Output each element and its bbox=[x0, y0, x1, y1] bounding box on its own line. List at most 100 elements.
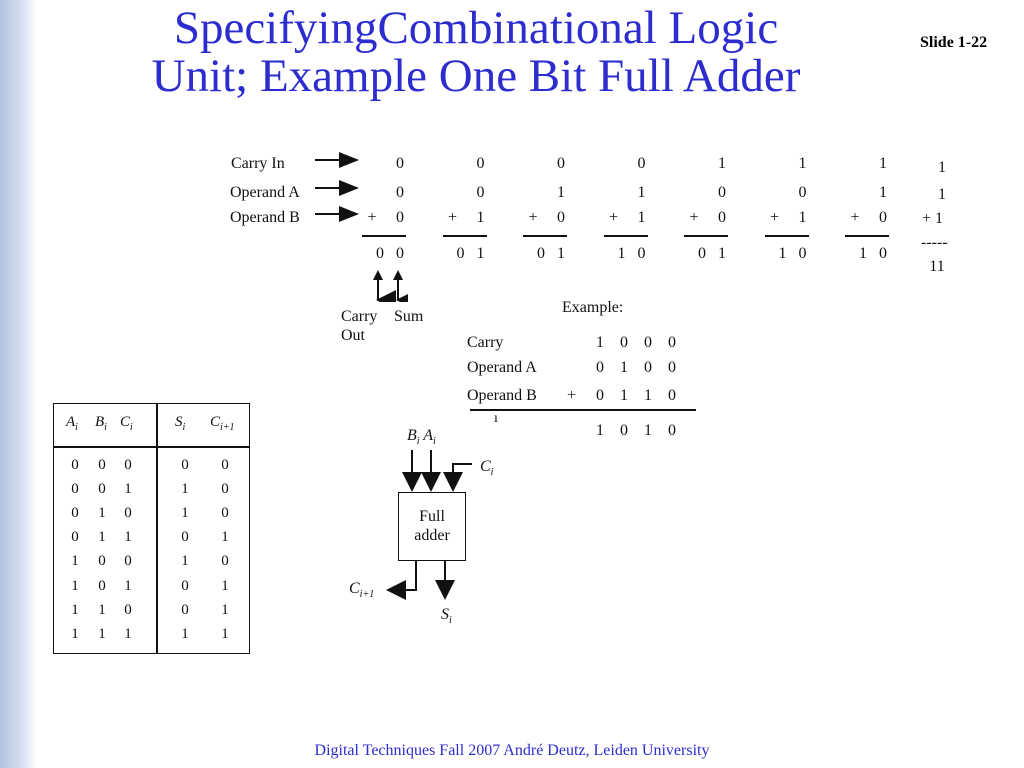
cell-carry-out: 0 bbox=[221, 553, 229, 570]
example-operand-a-digit: 0 bbox=[668, 359, 676, 376]
example-operand-a-digit: 0 bbox=[644, 359, 652, 376]
label-b-i-a-i: Bi Ai bbox=[407, 427, 436, 448]
cell-c: 1 bbox=[124, 577, 132, 594]
cell-b: 1 bbox=[98, 625, 106, 642]
cell-carry-out: 0 bbox=[221, 457, 229, 473]
cell-b: 1 bbox=[98, 529, 106, 546]
example-stray-glyph: ı bbox=[494, 411, 498, 426]
column-sum-rule bbox=[603, 235, 648, 237]
column-operand-b: 1 bbox=[798, 209, 807, 226]
last-col-result: 11 bbox=[929, 258, 945, 275]
truth-table-header-rule bbox=[54, 446, 249, 448]
slide-sidebar-gradient bbox=[0, 0, 36, 768]
cell-c: 1 bbox=[124, 625, 132, 642]
cell-b: 0 bbox=[98, 457, 106, 473]
column-sum: 0 bbox=[798, 245, 807, 262]
example-result-digit: 1 bbox=[644, 422, 652, 439]
header-c-i-plus-1: Ci+1 bbox=[210, 414, 235, 433]
column-sum-rule bbox=[362, 235, 406, 237]
column-operand-a: 0 bbox=[798, 184, 807, 201]
example-carry-digit: 0 bbox=[668, 334, 676, 351]
example-label-carry: Carry bbox=[467, 334, 504, 351]
cell-c: 1 bbox=[124, 529, 132, 546]
cell-carry-out: 0 bbox=[221, 481, 229, 498]
example-label-operand-b: Operand B bbox=[467, 387, 537, 404]
column-sum: 0 bbox=[879, 245, 887, 262]
column-operand-b: 1 bbox=[637, 209, 646, 226]
example-operand-b-digit: 0 bbox=[596, 387, 604, 404]
column-plus-sign: + bbox=[769, 209, 780, 226]
cell-a: 1 bbox=[71, 577, 79, 594]
column-plus-sign: + bbox=[850, 209, 860, 226]
column-operand-b: 0 bbox=[396, 209, 404, 226]
column-carry-in: 1 bbox=[879, 155, 887, 172]
carry-out-label-2: Out bbox=[341, 327, 365, 344]
row-label-carry-in: Carry In bbox=[231, 155, 285, 172]
cell-a: 0 bbox=[71, 457, 79, 473]
column-carry-out: 0 bbox=[456, 245, 465, 262]
example-carry-digit: 0 bbox=[644, 334, 652, 351]
column-carry-in: 1 bbox=[798, 155, 807, 172]
cell-sum: 0 bbox=[181, 529, 189, 546]
sum-label: Sum bbox=[394, 308, 424, 325]
column-operand-a: 0 bbox=[476, 184, 485, 201]
cell-carry-out: 1 bbox=[221, 625, 229, 642]
last-col-operand-b: + 1 bbox=[922, 210, 944, 227]
cell-a: 0 bbox=[71, 481, 79, 498]
column-sum: 1 bbox=[718, 245, 726, 262]
cell-carry-out: 1 bbox=[221, 577, 229, 594]
slide-footer: Digital Techniques Fall 2007 André Deutz… bbox=[314, 742, 710, 759]
column-sum-rule bbox=[442, 235, 487, 237]
column-plus-sign: + bbox=[447, 209, 458, 226]
example-operand-a-digit: 1 bbox=[620, 359, 628, 376]
cell-a: 0 bbox=[71, 505, 79, 522]
example-plus: + bbox=[567, 387, 577, 404]
column-operand-a: 1 bbox=[557, 184, 565, 201]
column-plus-sign: + bbox=[608, 209, 619, 226]
column-sum-rule bbox=[845, 235, 889, 237]
column-operand-a: 0 bbox=[396, 184, 404, 201]
example-operand-b-digit: 1 bbox=[620, 387, 628, 404]
column-carry-out: 1 bbox=[617, 245, 626, 262]
last-col-rule: ----- bbox=[921, 234, 948, 251]
cell-sum: 1 bbox=[181, 505, 189, 522]
row-arrows bbox=[315, 152, 359, 222]
example-operand-b-digit: 1 bbox=[644, 387, 652, 404]
truth-table-divider bbox=[156, 404, 158, 653]
input-arrow-c-icon bbox=[443, 463, 472, 492]
cell-a: 1 bbox=[71, 553, 79, 570]
cell-sum: 1 bbox=[181, 625, 189, 642]
column-carry-out: 0 bbox=[698, 245, 706, 262]
row-label-operand-b: Operand B bbox=[230, 209, 300, 226]
cell-carry-out: 0 bbox=[221, 505, 229, 522]
column-carry-in: 0 bbox=[476, 155, 485, 172]
row-label-operand-a: Operand A bbox=[230, 184, 300, 201]
slide-title: SpecifyingCombinational Logic Unit; Exam… bbox=[66, 4, 886, 100]
slide-number: Slide 1-22 bbox=[920, 34, 988, 51]
cell-c: 0 bbox=[124, 601, 132, 618]
cell-sum: 1 bbox=[181, 481, 189, 498]
example-result-digit: 0 bbox=[620, 422, 628, 439]
example-operand-a-digit: 0 bbox=[596, 359, 604, 376]
example-carry-digit: 1 bbox=[596, 334, 604, 351]
cell-b: 0 bbox=[98, 553, 106, 570]
header-b-i: Bi bbox=[95, 414, 107, 433]
cell-sum: 0 bbox=[181, 601, 189, 618]
cell-b: 0 bbox=[98, 577, 106, 594]
title-line-1: SpecifyingCombinational Logic bbox=[173, 2, 779, 54]
example-operand-b-digit: 0 bbox=[668, 387, 676, 404]
column-operand-b: 0 bbox=[879, 209, 887, 226]
column-carry-out: 0 bbox=[537, 245, 545, 262]
column-operand-b: 1 bbox=[476, 209, 485, 226]
column-sum: 0 bbox=[637, 245, 646, 262]
label-c-i-plus-1: Ci+1 bbox=[349, 580, 375, 601]
cell-b: 1 bbox=[98, 601, 106, 618]
example-result-digit: 0 bbox=[668, 422, 676, 439]
cell-b: 0 bbox=[98, 481, 106, 498]
